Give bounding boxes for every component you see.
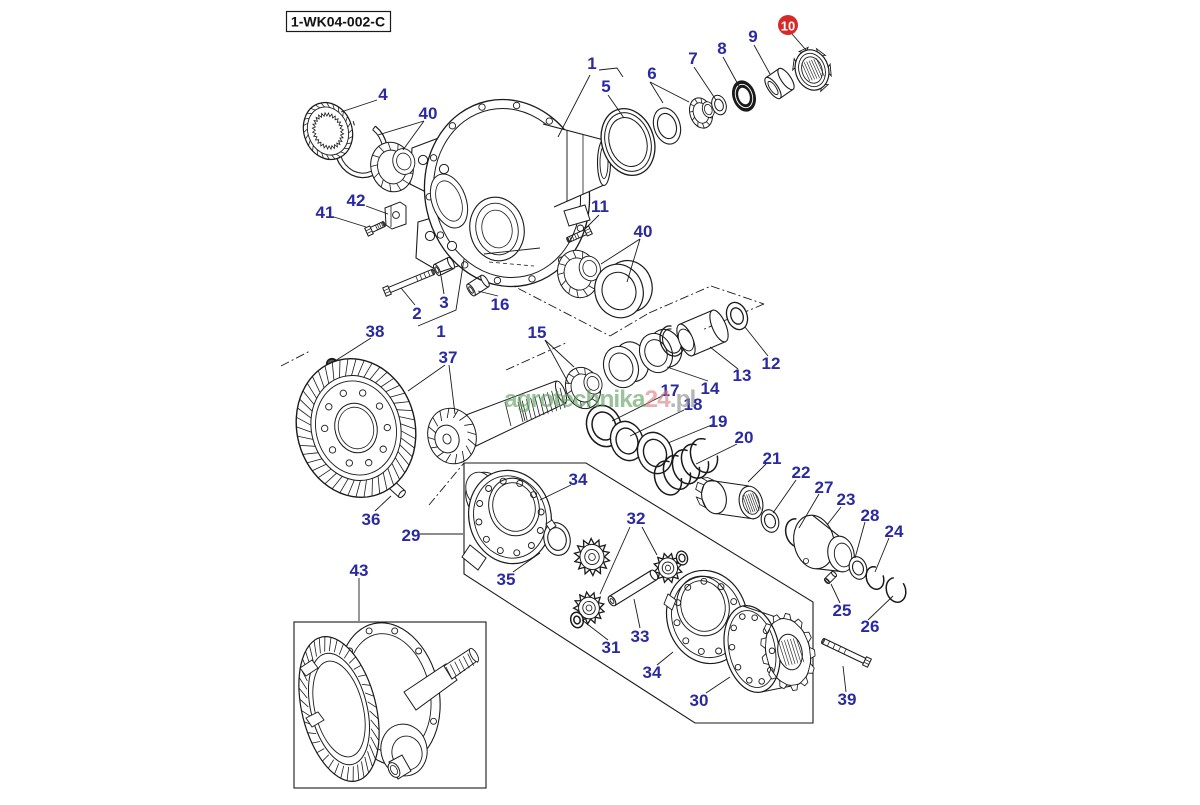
svg-text:5: 5 [601, 77, 610, 96]
svg-text:24: 24 [885, 522, 904, 541]
svg-text:1: 1 [436, 322, 445, 341]
svg-text:12: 12 [762, 354, 781, 373]
svg-text:27: 27 [815, 478, 834, 497]
svg-text:43: 43 [350, 561, 369, 580]
svg-text:1-WK04-002-C: 1-WK04-002-C [291, 14, 385, 30]
svg-text:4: 4 [378, 85, 388, 104]
svg-text:39: 39 [838, 690, 857, 709]
svg-text:10: 10 [781, 19, 795, 34]
svg-text:8: 8 [717, 39, 726, 58]
svg-text:30: 30 [690, 691, 709, 710]
svg-text:2: 2 [412, 304, 421, 323]
svg-text:3: 3 [439, 293, 448, 312]
svg-text:23: 23 [837, 490, 856, 509]
svg-text:37: 37 [439, 348, 458, 367]
svg-text:34: 34 [569, 470, 588, 489]
svg-text:1: 1 [587, 54, 596, 73]
svg-text:16: 16 [491, 295, 510, 314]
svg-text:29: 29 [402, 526, 421, 545]
svg-text:15: 15 [528, 323, 547, 342]
svg-text:32: 32 [627, 509, 646, 528]
svg-text:agrotechnika24.pl: agrotechnika24.pl [504, 386, 696, 413]
svg-text:31: 31 [602, 638, 621, 657]
svg-text:35: 35 [497, 570, 516, 589]
svg-text:19: 19 [709, 412, 728, 431]
svg-text:40: 40 [419, 104, 438, 123]
svg-text:42: 42 [347, 191, 366, 210]
svg-text:34: 34 [643, 663, 662, 682]
svg-text:13: 13 [733, 366, 752, 385]
svg-text:22: 22 [792, 463, 811, 482]
svg-text:28: 28 [861, 506, 880, 525]
svg-text:41: 41 [316, 203, 335, 222]
svg-text:7: 7 [688, 49, 697, 68]
svg-text:26: 26 [861, 617, 880, 636]
svg-text:11: 11 [591, 197, 609, 216]
svg-text:21: 21 [763, 449, 782, 468]
svg-text:36: 36 [362, 510, 381, 529]
svg-text:33: 33 [631, 627, 650, 646]
svg-text:9: 9 [748, 27, 757, 46]
svg-text:20: 20 [735, 428, 754, 447]
svg-text:25: 25 [833, 601, 852, 620]
svg-text:14: 14 [701, 379, 720, 398]
svg-text:38: 38 [366, 322, 385, 341]
svg-text:6: 6 [647, 64, 656, 83]
svg-text:40: 40 [634, 222, 653, 241]
